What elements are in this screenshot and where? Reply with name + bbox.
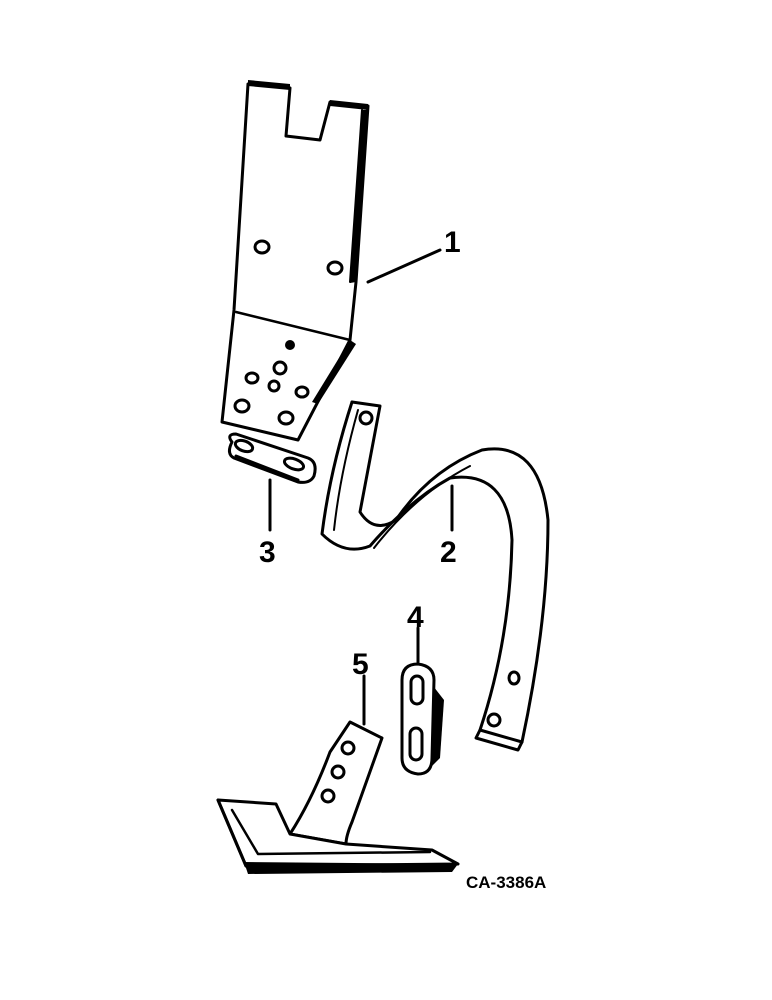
callout-4: 4 xyxy=(407,601,424,634)
callout-3: 3 xyxy=(259,536,276,569)
shank-clamp-plate xyxy=(400,662,444,776)
clamp-washer xyxy=(227,432,317,484)
callout-5: 5 xyxy=(352,648,369,681)
s-tine-spring xyxy=(320,400,550,752)
figure-reference-code: CA-3386A xyxy=(466,873,546,892)
callout-1: 1 xyxy=(444,226,461,259)
callout-2: 2 xyxy=(440,536,457,569)
sweep-shovel xyxy=(216,720,460,874)
leader-line-1 xyxy=(366,248,442,284)
mounting-bracket xyxy=(220,80,370,442)
